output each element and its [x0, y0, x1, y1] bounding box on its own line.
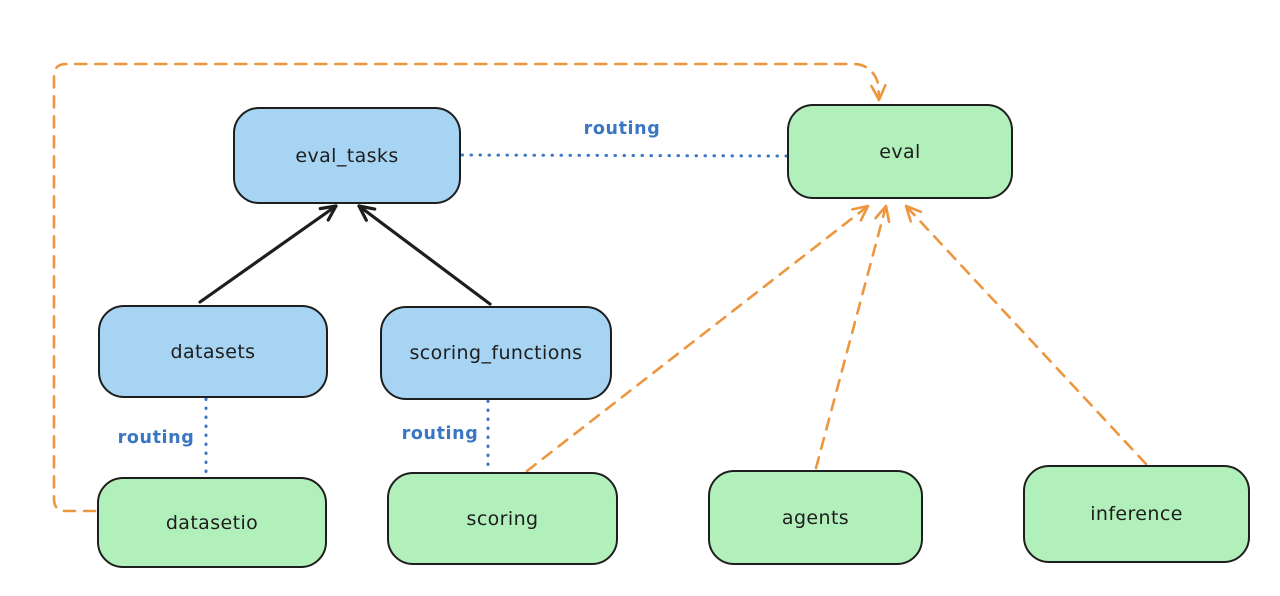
- node-scoring: scoring: [387, 472, 618, 565]
- arrowhead-inference-to-eval: [904, 204, 923, 223]
- arrowhead-scoring_functions-to-eval_tasks: [357, 204, 377, 222]
- arrowhead-scoring-to-eval: [851, 204, 870, 222]
- node-agents: agents: [708, 470, 923, 565]
- node-eval: eval: [787, 104, 1013, 199]
- node-datasetio: datasetio: [97, 477, 327, 568]
- node-eval-tasks: eval_tasks: [233, 107, 461, 204]
- edge-scoring-to-eval: [525, 204, 870, 473]
- edge-agents-to-eval: [814, 204, 888, 470]
- arrowhead-datasets-to-eval_tasks: [318, 204, 338, 222]
- edge-label-routing-datasets-datasetio: routing: [117, 428, 195, 448]
- edge-label-routing-scoring-fn-scoring: routing: [401, 424, 479, 444]
- edge-eval_tasks-to-eval-routing: [460, 153, 788, 158]
- node-datasets: datasets: [98, 305, 328, 398]
- arrowhead-datasetio-to-eval-loop: [870, 83, 887, 102]
- edge-inference-to-eval: [904, 204, 1148, 466]
- node-scoring-functions: scoring_functions: [380, 306, 612, 400]
- edge-scoring_functions-to-eval_tasks: [357, 204, 492, 306]
- edge-label-routing-eval-tasks-eval: routing: [583, 119, 661, 139]
- node-inference: inference: [1023, 465, 1250, 563]
- arrowhead-agents-to-eval: [874, 204, 891, 224]
- edge-datasetio-to-eval-loop: [52, 62, 881, 513]
- edge-datasets-to-eval_tasks: [198, 204, 338, 304]
